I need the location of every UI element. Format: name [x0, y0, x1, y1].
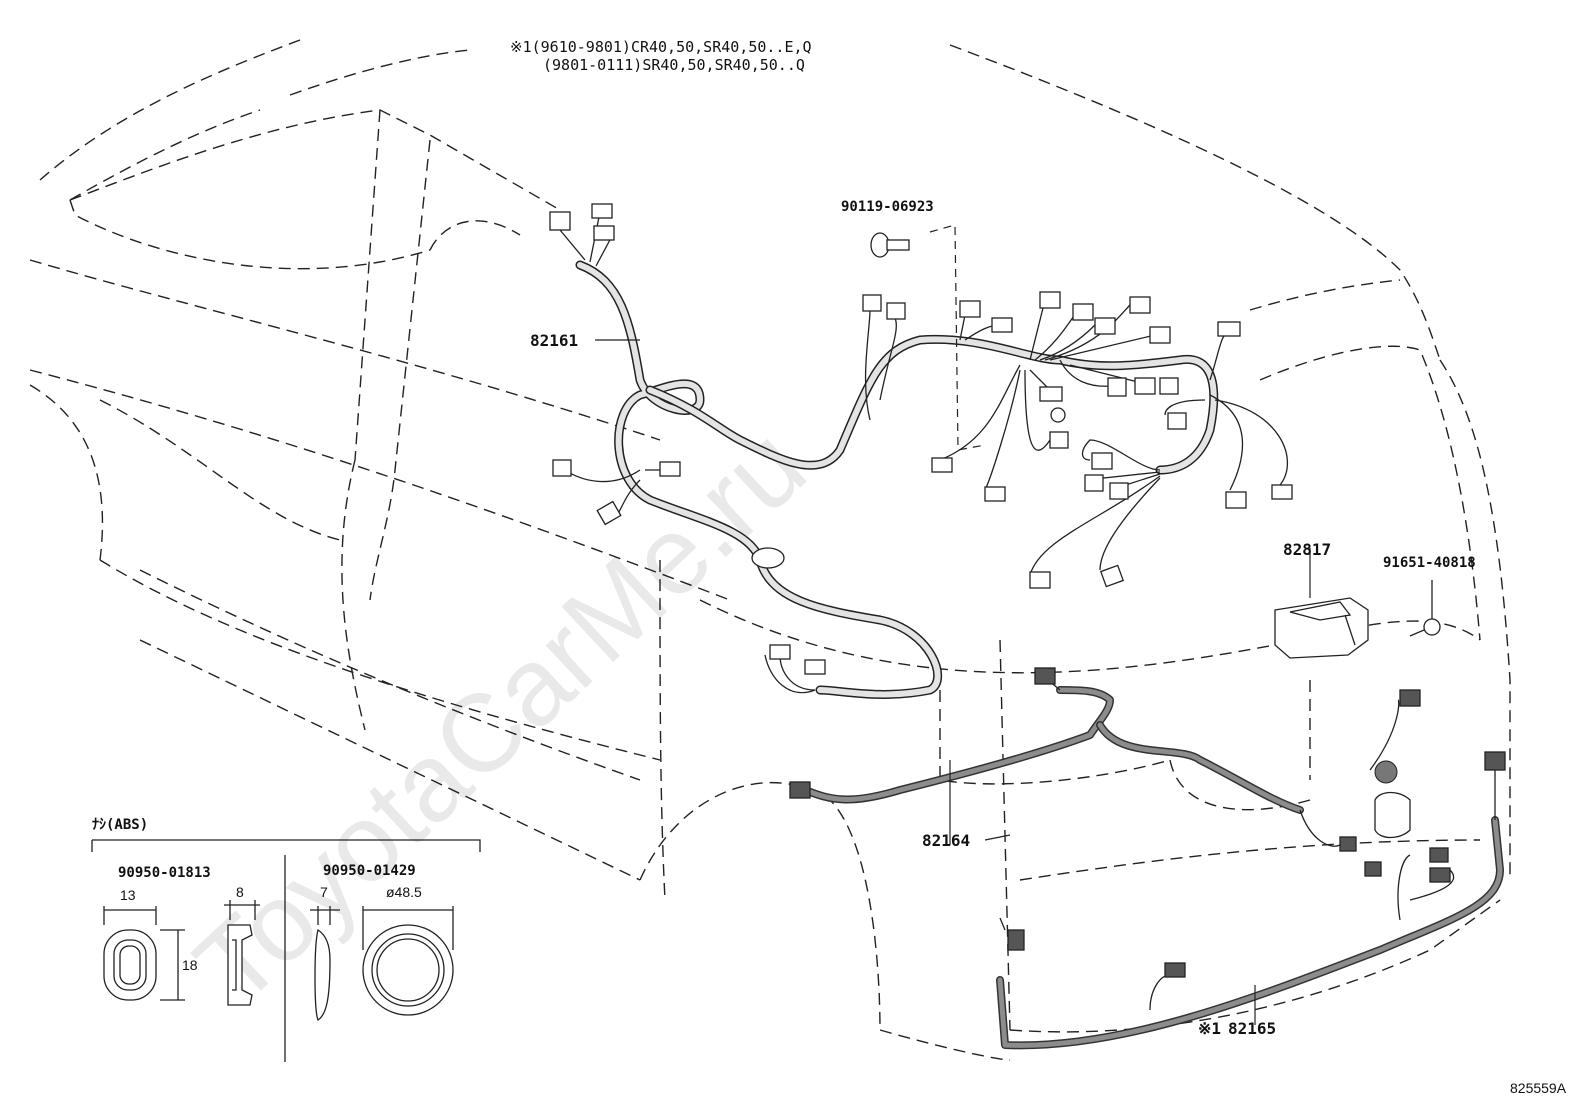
dim-diameter: ø48.5 — [386, 884, 422, 900]
relay-block-82817[interactable] — [1274, 548, 1369, 659]
header-line-2: (9801-0111)SR40,50,SR40,50..Q — [543, 56, 805, 74]
wire-harness-82165[interactable] — [996, 751, 1506, 1050]
label-91651-40818[interactable]: 91651-40818 — [1383, 555, 1476, 571]
label-82817[interactable]: 82817 — [1283, 540, 1331, 559]
bolt-90119-06923[interactable] — [870, 224, 986, 451]
round-grommet-icon — [362, 924, 454, 1016]
dim-thick: 7 — [320, 884, 328, 900]
dim-width: 13 — [120, 887, 136, 903]
harness-connectors — [549, 203, 1293, 675]
label-90119-06923[interactable]: 90119-06923 — [841, 199, 934, 215]
illustration-id: 825559A — [1510, 1080, 1567, 1096]
vehicle-body-outline — [29, 39, 1511, 1061]
label-82165[interactable]: 82165 — [1228, 1019, 1276, 1038]
disc-grommet-side-icon — [314, 928, 331, 1021]
label-82161[interactable]: 82161 — [530, 331, 578, 350]
oval-grommet-icon — [103, 929, 157, 1001]
inset-part-90950-01813[interactable]: 90950-01813 — [118, 865, 211, 881]
leader-lines — [595, 339, 1256, 1025]
dim-height: 18 — [182, 957, 198, 973]
inset-title: ﾅｼ(ABS) — [92, 817, 148, 833]
grommet — [751, 547, 785, 569]
dim-depth: 8 — [236, 884, 244, 900]
grommet-side-icon — [227, 924, 253, 1006]
header-line-1: ※1(9610-9801)CR40,50,SR40,50..E,Q — [510, 38, 812, 56]
label-82165-mark: ※1 — [1198, 1019, 1221, 1038]
watermark: ToyotaCarMe.ru — [172, 404, 828, 1028]
inset-abs-grommets: ﾅｼ(ABS) 90950-01813 90950-01429 13 18 8 … — [91, 817, 481, 1062]
label-82164[interactable]: 82164 — [922, 831, 970, 850]
wire-harness-82164[interactable] — [789, 667, 1421, 877]
wire-harness-82161[interactable] — [559, 211, 1289, 699]
screw-91651-40818[interactable] — [1409, 580, 1441, 637]
inset-part-90950-01429[interactable]: 90950-01429 — [323, 863, 416, 879]
